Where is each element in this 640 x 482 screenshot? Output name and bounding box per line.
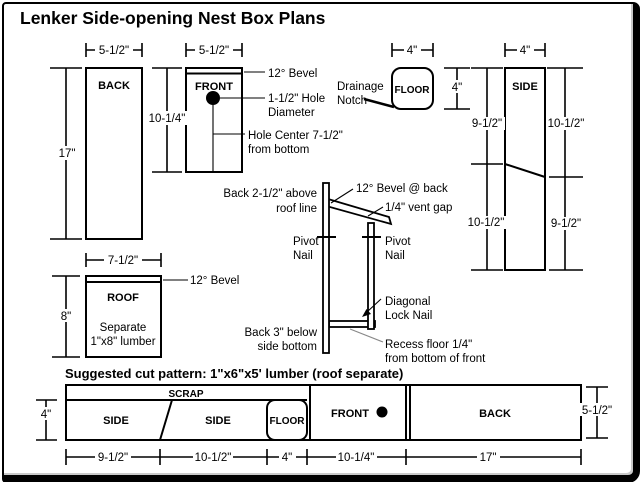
floor-piece-outline [391, 67, 434, 110]
roof-note-1: Separate [100, 322, 147, 334]
cut-floor-label: FLOOR [270, 416, 306, 427]
hole-diameter-note-1: 1-1/2" Hole [268, 93, 325, 105]
cut-front-label: FRONT [331, 408, 369, 420]
recess-note-1: Recess floor 1/4" [385, 339, 472, 351]
back-below-note-1: Back 3" below [245, 327, 318, 339]
cut-height-dim: 4" [41, 409, 51, 421]
roof-panel-outline [85, 275, 162, 358]
drainage-notch-note-2: Notch [337, 95, 367, 107]
assembly-roof-board [327, 197, 393, 226]
lock-nail-note-2: Lock Nail [385, 310, 432, 322]
side-diagonal-cut-line [504, 163, 546, 178]
dimension-ticks [471, 67, 503, 271]
back-panel-group: 5-1/2" BACK 17" [50, 43, 143, 240]
hole-diameter-note-2: Diameter [268, 107, 315, 119]
side-right-bottom-dim: 9-1/2" [551, 218, 581, 230]
lock-nail-note-1: Diagonal [385, 296, 430, 308]
floor-piece-label: FLOOR [395, 85, 431, 96]
back-above-note-2: roof line [276, 203, 317, 215]
front-bevel-note: 12° Bevel [268, 68, 317, 80]
page-title: Lenker Side-opening Nest Box Plans [20, 8, 326, 28]
dimension-ticks [547, 67, 583, 271]
side-left-bottom-dim: 10-1/2" [468, 217, 505, 229]
roof-height-dim: 8" [61, 311, 71, 323]
dimension-ticks [65, 449, 582, 465]
cut-side1-label: SIDE [103, 415, 129, 427]
cut-dim-floor: 4" [282, 452, 292, 464]
cut-dim-side2: 10-1/2" [195, 452, 232, 464]
pivot-nail-right-note-1: Pivot [385, 236, 411, 248]
entrance-hole-icon [206, 91, 220, 105]
pivot-nail-left-note-2: Nail [293, 250, 313, 262]
front-panel-group: 5-1/2" FRONT 10-1/4" 12° Bevel 1-1/2" Ho… [146, 43, 343, 173]
cut-dim-back: 17" [480, 452, 497, 464]
front-width-dim: 5-1/2" [199, 45, 229, 57]
front-panel-label: FRONT [195, 81, 233, 93]
assembly-diagram-group: 12° Bevel @ back 1/4" vent gap Back 2-1/… [223, 182, 486, 365]
vent-gap-leader-line [367, 206, 384, 217]
back-above-note-1: Back 2-1/2" above [223, 188, 317, 200]
scrap-label: SCRAP [168, 389, 203, 400]
recess-note-2: from bottom of front [385, 353, 486, 365]
lock-nail-arrow-line [366, 298, 382, 313]
floor-width-dim: 4" [407, 45, 417, 57]
cut-back-label: BACK [479, 408, 511, 420]
lock-nail-arrowhead [362, 309, 371, 317]
back-below-note-2: side bottom [258, 341, 317, 353]
roof-width-dim: 7-1/2" [108, 255, 138, 267]
drainage-notch-note-1: Drainage [337, 81, 384, 93]
drainage-notch-leader-line [363, 97, 395, 109]
roof-panel-group: 7-1/2" ROOF Separate 1"x8" lumber 8" 12°… [52, 253, 239, 358]
side-panel-outline [504, 67, 546, 271]
back-height-dim: 17" [59, 148, 76, 160]
cut-pattern-title: Suggested cut pattern: 1"x6"x5' lumber (… [65, 366, 403, 381]
bevel-back-note: 12° Bevel @ back [356, 183, 448, 195]
cut-pattern-group: Suggested cut pattern: 1"x6"x5' lumber (… [36, 366, 617, 465]
bevel-back-leader-line [330, 188, 354, 204]
hole-center-note-2: from bottom [248, 144, 309, 156]
cut-side2-label: SIDE [205, 415, 231, 427]
roof-note-2: 1"x8" lumber [90, 336, 155, 348]
cut-board-width-dim: 5-1/2" [582, 405, 612, 417]
side-panel-group: 4" SIDE 9-1/2" 10-1/2" 10-1/2" [466, 43, 586, 271]
side-right-top-dim: 10-1/2" [548, 118, 585, 130]
cut-dim-side1: 9-1/2" [98, 452, 128, 464]
floor-piece-group: 4" FLOOR 4" Drainage Notch [337, 43, 470, 110]
back-panel-outline [85, 67, 143, 240]
pivot-nail-right-note-2: Nail [385, 250, 405, 262]
cut-floor-outline [266, 399, 308, 441]
floor-height-dim: 4" [452, 82, 462, 94]
assembly-back-board [322, 182, 330, 354]
roof-bevel-note: 12° Bevel [190, 275, 239, 287]
cut-front-hole-icon [376, 406, 388, 418]
pivot-nail-left-note-1: Pivot [293, 236, 319, 248]
back-width-dim: 5-1/2" [99, 45, 129, 57]
assembly-front-board [367, 222, 375, 330]
roof-panel-label: ROOF [107, 292, 139, 304]
side-width-dim: 4" [520, 45, 530, 57]
side-cut-divider-line [159, 399, 173, 441]
hole-center-note-1: Hole Center 7-1/2" [248, 130, 343, 142]
vent-gap-note: 1/4" vent gap [385, 202, 452, 214]
side-left-top-dim: 9-1/2" [472, 118, 502, 130]
front-height-dim: 10-1/4" [149, 113, 186, 125]
back-panel-label: BACK [98, 80, 130, 92]
cut-dim-front: 10-1/4" [338, 452, 375, 464]
side-panel-label: SIDE [512, 81, 538, 93]
recess-leader-line [349, 328, 384, 343]
